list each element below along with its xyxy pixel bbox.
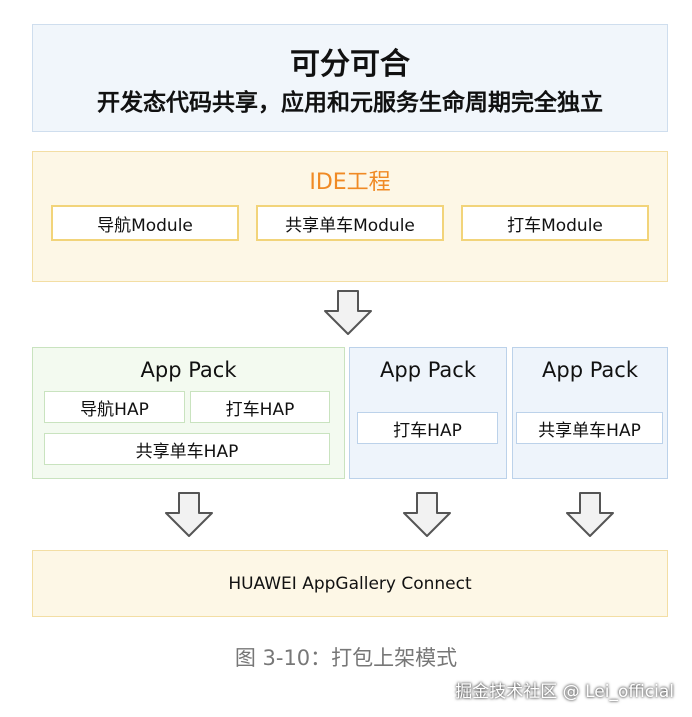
down-arrow-icon [403,492,451,537]
hap-bike-sharing: 共享单车HAP [44,433,330,465]
module-bike-sharing: 共享单车Module [256,205,444,241]
hap-bike-sharing: 共享单车HAP [516,412,663,444]
app-pack-title: App Pack [380,358,476,382]
hap-taxi: 打车HAP [357,412,498,444]
down-arrow-icon [566,492,614,537]
ide-project-title: IDE工程 [309,170,391,195]
watermark: 掘金技术社区 @ Lei_official [455,682,674,702]
hap-taxi: 打车HAP [190,391,330,423]
module-taxi: 打车Module [461,205,649,241]
banner-subtitle: 开发态代码共享，应用和元服务生命周期完全独立 [97,90,603,116]
appgallery-connect-box: HUAWEI AppGallery Connect [32,550,668,617]
hap-navigation: 导航HAP [44,391,185,423]
module-navigation: 导航Module [51,205,239,241]
summary-banner: 可分可合 开发态代码共享，应用和元服务生命周期完全独立 [32,24,668,132]
down-arrow-icon [165,492,213,537]
figure-caption: 图 3-10：打包上架模式 [234,646,458,670]
banner-title: 可分可合 [290,47,410,82]
down-arrow-icon [324,290,372,335]
app-pack-title: App Pack [542,358,638,382]
app-pack-title: App Pack [140,358,237,382]
